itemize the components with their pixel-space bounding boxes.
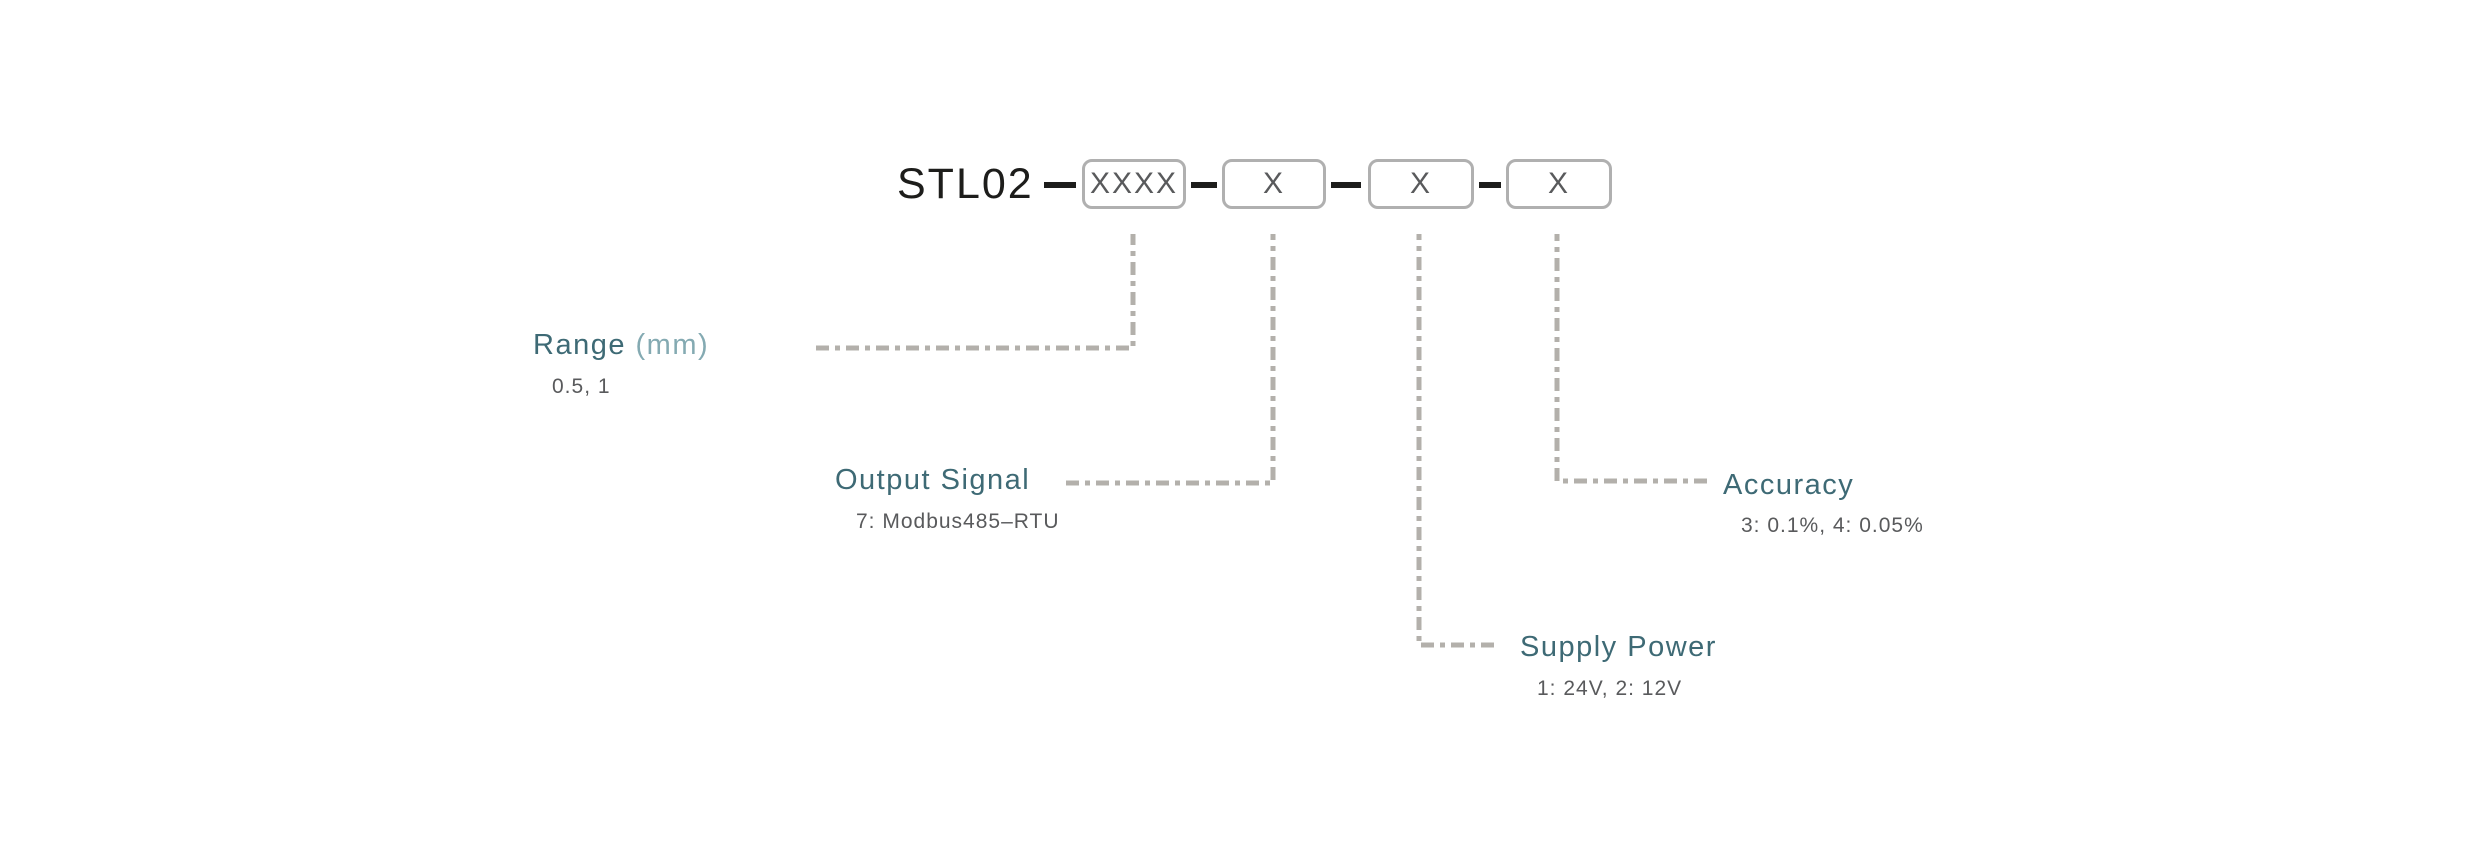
joiner-bar: [1191, 182, 1217, 188]
code-box-range: XXXX: [1082, 159, 1186, 209]
code-box-output-signal: X: [1222, 159, 1326, 209]
connector-output-signal-line: [1066, 234, 1276, 486]
code-box-output-signal-text: X: [1262, 167, 1285, 200]
field-options-supply-power: 1: 24V, 2: 12V: [1537, 677, 1683, 700]
code-box-supply-power: X: [1368, 159, 1474, 209]
field-options-accuracy: 3: 0.1%, 4: 0.05%: [1741, 514, 1924, 537]
field-options-range: 0.5, 1: [552, 375, 611, 398]
joiner-bar: [1479, 182, 1501, 188]
field-label-accuracy: Accuracy: [1723, 469, 1855, 501]
code-box-accuracy-text: X: [1547, 167, 1570, 200]
joiner-bar: [1331, 182, 1361, 188]
code-box-accuracy: X: [1506, 159, 1612, 209]
joiner-bar: [1044, 182, 1076, 188]
field-label-supply-power: Supply Power: [1520, 631, 1717, 663]
model-prefix-text: STL02: [897, 160, 1034, 208]
field-options-output-signal: 7: Modbus485–RTU: [856, 510, 1060, 533]
connector-supply-power-line: [1416, 234, 1494, 648]
field-label-output-signal: Output Signal: [835, 464, 1031, 496]
field-label-range: Range (mm): [533, 327, 709, 363]
code-box-supply-power-text: X: [1409, 167, 1432, 200]
connector-accuracy-line: [1554, 234, 1707, 484]
field-label-range-text: Range: [533, 329, 626, 361]
field-label-range-unit: (mm): [625, 329, 710, 361]
connector-range-line: [816, 234, 1136, 351]
code-box-range-text: XXXX: [1089, 167, 1179, 200]
